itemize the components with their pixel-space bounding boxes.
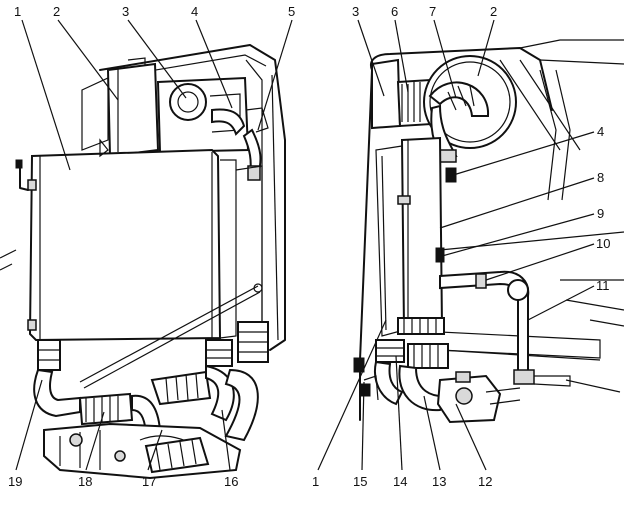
callout-numbers: 1 2 3 4 5 19 18 17 16 3 6 7 2 4 8 9 10 1… [8,4,610,489]
callout-right-10: 10 [596,236,610,251]
engine-block-left [43,422,242,480]
callout-left-4: 4 [191,4,198,19]
callout-right-15: 15 [353,474,367,489]
callout-left-1: 1 [14,4,21,19]
callout-right-13: 13 [432,474,446,489]
callout-left-5: 5 [288,4,295,19]
callout-left-17: 17 [142,474,156,489]
lower-hose-left [33,368,81,418]
callout-right-2: 2 [490,4,497,19]
air-cleaner-right [371,58,402,130]
callout-left-16: 16 [224,474,238,489]
callout-right-4: 4 [597,124,604,139]
radiator-core [28,148,222,342]
callout-right-14: 14 [393,474,407,489]
callout-right-12: 12 [478,474,492,489]
callout-right-9: 9 [597,206,604,221]
callout-right-7: 7 [429,4,436,19]
callout-right-11: 11 [596,278,610,293]
callout-left-3: 3 [122,4,129,19]
right-view [353,39,624,424]
left-view [0,44,286,480]
callout-right-1: 1 [312,474,319,489]
callout-left-18: 18 [78,474,92,489]
callout-right-3: 3 [352,4,359,19]
air-cleaner-left [106,62,160,158]
callout-right-6: 6 [391,4,398,19]
callout-left-2: 2 [53,4,60,19]
callout-right-8: 8 [597,170,604,185]
leader-lines [15,19,595,471]
left-body-frame [99,44,286,351]
callout-left-19: 19 [8,474,22,489]
